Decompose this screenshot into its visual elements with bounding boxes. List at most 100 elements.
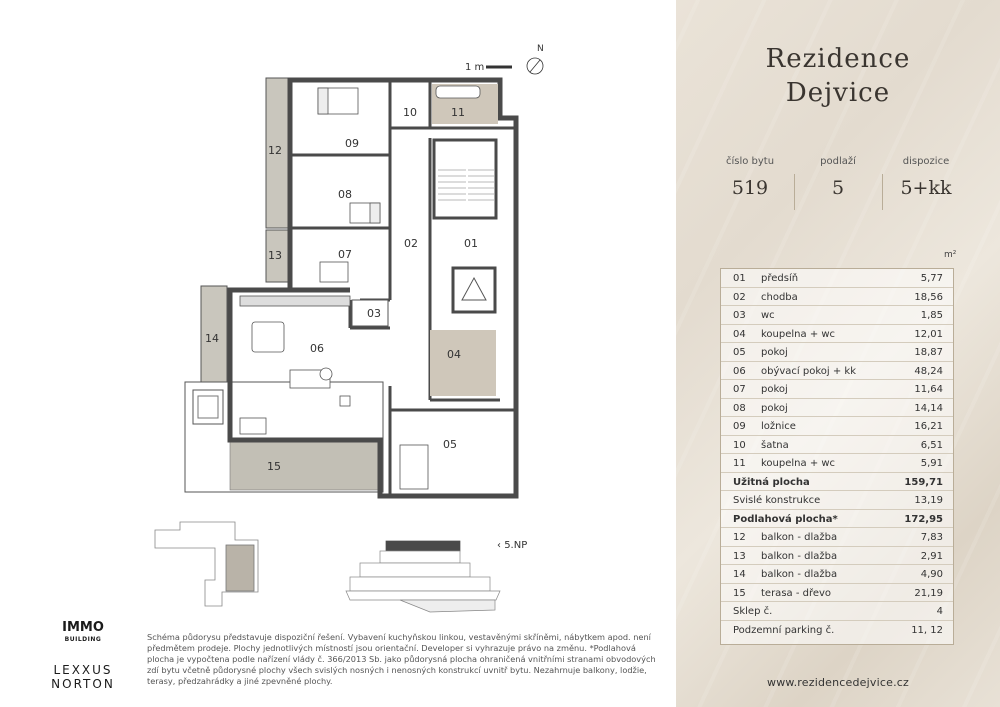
row-name: pokoj xyxy=(761,384,788,395)
row-name: koupelna + wc xyxy=(761,328,836,340)
label-room-06: 06 xyxy=(310,342,324,355)
row-area: 4,90 xyxy=(920,569,943,580)
lexxus-logo-line2: NORTON xyxy=(51,677,115,691)
row-area: 4 xyxy=(936,606,943,617)
table-row: 14 balkon - dlažba 4,90 xyxy=(721,565,953,584)
floor-value: 5 xyxy=(831,177,845,199)
table-row: Sklep č. 4 xyxy=(721,602,953,621)
lexxus-logo-line1: LEXXUS xyxy=(53,663,113,677)
row-number: 05 xyxy=(733,347,746,358)
row-number: 12 xyxy=(733,532,746,543)
label-room-09: 09 xyxy=(345,137,359,150)
usable-area-label: Užitná plocha xyxy=(733,476,810,488)
unit-number-value: 519 xyxy=(731,177,769,199)
area-unit: m² xyxy=(944,250,957,260)
row-name: pokoj xyxy=(761,347,788,358)
row-name: balkon - dlažba xyxy=(761,569,838,580)
row-area: 159,71 xyxy=(904,476,943,488)
website-link[interactable]: www.rezidencedejvice.cz xyxy=(767,676,909,689)
terrace-15-deck xyxy=(229,439,381,491)
row-number: 06 xyxy=(733,365,746,377)
floor-area-label: Podlahová plocha* xyxy=(733,513,838,525)
row-area: 48,24 xyxy=(914,365,943,377)
immo-building-logo: IMMO BUILDING xyxy=(60,620,106,646)
brand-line-1: Rezidence xyxy=(765,44,911,74)
row-name: ložnice xyxy=(761,421,796,432)
label-room-12: 12 xyxy=(268,144,282,157)
table-row: Podlahová plocha* 172,95 xyxy=(721,510,953,528)
row-area: 18,56 xyxy=(914,291,943,303)
table-row: Svislé konstrukce 13,19 xyxy=(721,491,953,510)
label-room-13: 13 xyxy=(268,249,282,262)
row-number: 07 xyxy=(733,384,746,395)
row-number: 14 xyxy=(733,569,746,580)
stair-core xyxy=(432,138,498,220)
row-area: 21,19 xyxy=(914,587,943,599)
row-number: 10 xyxy=(733,439,746,451)
floor-plan: 09 08 07 10 11 02 01 03 04 06 05 12 13 1… xyxy=(154,44,544,613)
table-row: 11 koupelna + wc 5,91 xyxy=(721,454,953,473)
row-number: 03 xyxy=(733,310,746,321)
label-room-08: 08 xyxy=(338,188,352,201)
label-room-04: 04 xyxy=(447,348,461,361)
immo-logo-bottom: BUILDING xyxy=(64,636,102,643)
building-section xyxy=(345,540,501,613)
label-room-03: 03 xyxy=(367,307,381,320)
row-number: 01 xyxy=(733,273,746,284)
row-number: 11 xyxy=(733,458,746,469)
unit-meta: číslo bytu 519 podlaží 5 dispozice 5+kk xyxy=(706,156,970,210)
row-name: pokoj xyxy=(761,402,788,414)
cellar-label: Sklep č. xyxy=(733,606,773,617)
row-name: obývací pokoj + kk xyxy=(761,365,856,377)
row-area: 14,14 xyxy=(914,402,943,414)
label-room-11: 11 xyxy=(451,106,465,119)
row-number: 08 xyxy=(733,402,746,414)
layout-col: dispozice 5+kk xyxy=(882,156,970,210)
table-row: 06 obývací pokoj + kk 48,24 xyxy=(721,362,953,380)
row-number: 15 xyxy=(733,587,746,599)
balcony-13 xyxy=(265,229,291,283)
table-row: Užitná plocha 159,71 xyxy=(721,473,953,491)
bathroom-04-floor xyxy=(430,330,496,396)
label-room-10: 10 xyxy=(403,106,417,119)
row-area: 13,19 xyxy=(914,495,943,506)
layout-value: 5+kk xyxy=(900,177,952,199)
row-name: koupelna + wc xyxy=(761,458,836,469)
row-area: 172,95 xyxy=(904,513,943,525)
wc-03-box xyxy=(351,299,389,327)
unit-number-label: číslo bytu xyxy=(725,156,775,167)
north-label: N xyxy=(537,44,544,54)
floor-plan-panel: 09 08 07 10 11 02 01 03 04 06 05 12 13 1… xyxy=(40,44,656,691)
immo-logo-top: IMMO xyxy=(62,620,104,635)
row-area: 11, 12 xyxy=(911,624,943,636)
row-name: balkon - dlažba xyxy=(761,550,838,562)
row-area: 12,01 xyxy=(914,328,943,340)
row-number: 02 xyxy=(733,291,746,303)
label-room-01: 01 xyxy=(464,237,478,250)
lift-icon xyxy=(461,276,487,301)
table-row: Podzemní parking č.11, 12 xyxy=(721,621,953,640)
row-name: balkon - dlažba xyxy=(761,532,838,543)
table-row: 04 koupelna + wc 12,01 xyxy=(721,325,953,343)
row-number: 04 xyxy=(733,328,746,340)
floor-col: podlaží 5 xyxy=(794,156,882,210)
table-row: 08 pokoj 14,14 xyxy=(721,399,953,417)
walls-area-label: Svislé konstrukce xyxy=(733,495,821,506)
row-name: šatna xyxy=(761,439,789,451)
row-area: 5,91 xyxy=(920,458,943,469)
floor-tag: ‹ 5.NP xyxy=(497,540,528,551)
bathtub xyxy=(435,85,481,99)
row-name: předsíň xyxy=(761,273,799,284)
scale-label: 1 m xyxy=(465,62,485,73)
lexxus-norton-logo: LEXXUS NORTON xyxy=(40,663,126,691)
row-area: 1,85 xyxy=(920,310,943,321)
floor-tag-text: 5.NP xyxy=(504,540,528,551)
row-number: 09 xyxy=(733,421,746,432)
